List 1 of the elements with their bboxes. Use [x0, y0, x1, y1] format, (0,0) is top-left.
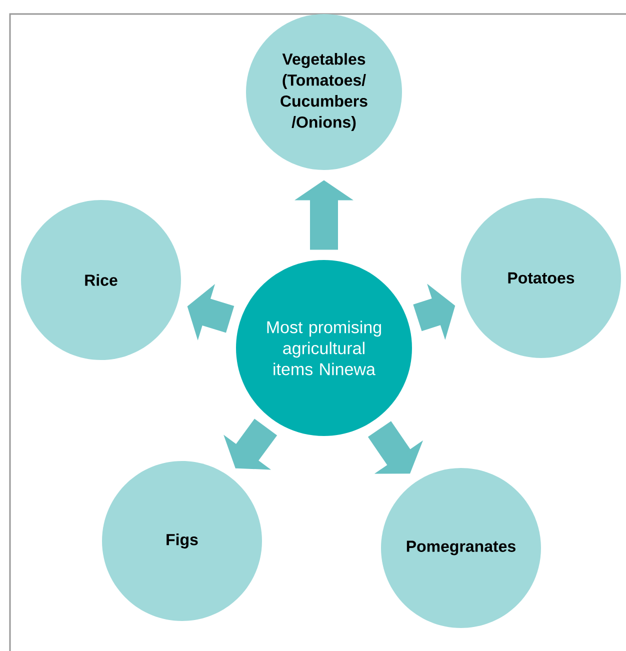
block-arrow — [368, 421, 424, 474]
